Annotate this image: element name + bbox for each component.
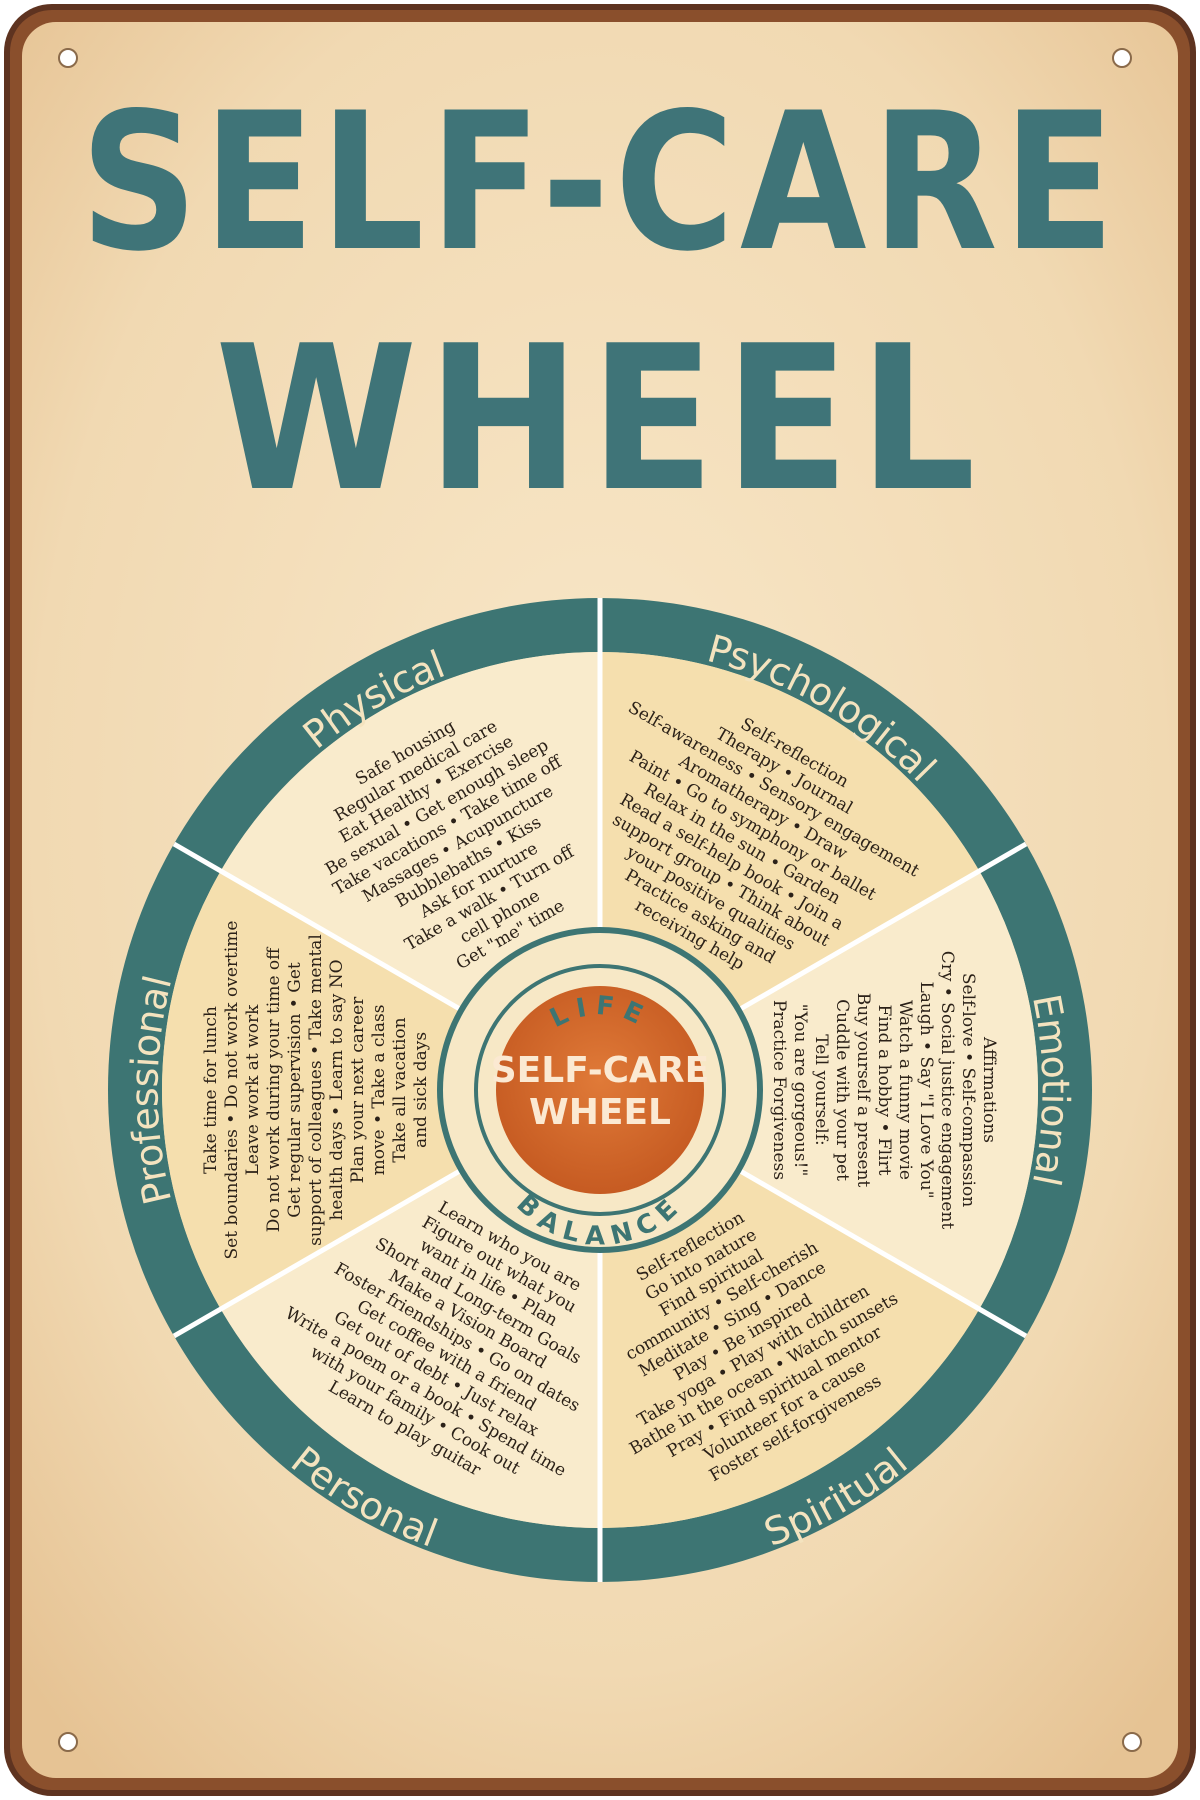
wheel: SELF-CARE WHEEL	[108, 598, 1092, 1582]
hub-label-line-2: WHEEL	[529, 1092, 671, 1133]
sector-item-emotional: Tell yourself:	[811, 1034, 831, 1146]
sector-item-professional: Do not work during your time off	[264, 946, 284, 1232]
title-line-1: SELF-CARE	[80, 72, 1120, 293]
sector-item-professional: move • Take a class	[369, 1005, 389, 1176]
sector-item-emotional: Self-love • Self-compassion	[958, 973, 978, 1207]
sector-item-emotional: Find a hobby • Flirt	[874, 1004, 894, 1175]
sector-item-emotional: Buy yourself a present	[853, 993, 873, 1188]
sector-item-emotional: Practice Forgiveness	[769, 1000, 789, 1180]
sector-item-professional: and sick days	[411, 1032, 431, 1148]
sector-item-professional: support of colleagues • Take mental	[306, 934, 326, 1246]
sector-item-emotional: Affirmations	[979, 1036, 999, 1143]
sector-item-professional: Take all vacation	[390, 1017, 410, 1162]
sector-item-professional: Leave work at work	[243, 1004, 263, 1175]
sector-item-emotional: Cuddle with your pet	[832, 999, 852, 1181]
hub-ring	[474, 964, 726, 1216]
sector-item-professional: Set boundaries • Do not work overtime	[222, 921, 242, 1260]
sector-item-professional: health days • Learn to say NO	[327, 959, 347, 1220]
mounting-hole-icon	[58, 1732, 78, 1752]
mounting-hole-icon	[1122, 1732, 1142, 1752]
sector-item-emotional: "You are gorgeous!"	[790, 1004, 810, 1177]
sector-item-emotional: Cry • Social justice engagement	[937, 951, 957, 1230]
title-line-2: WHEEL	[215, 303, 985, 536]
sector-item-professional: Get regular supervision • Get	[285, 962, 305, 1218]
sector-emotional	[600, 871, 1038, 1309]
sector-item-professional: Take time for lunch	[201, 1006, 221, 1174]
sector-item-professional: Plan your next career	[348, 996, 368, 1183]
sector-professional	[162, 871, 601, 1309]
sector-item-emotional: Watch a funny movie	[895, 1000, 915, 1180]
hub-label-line-1: SELF-CARE	[491, 1050, 709, 1091]
mounting-hole-icon	[58, 48, 78, 68]
mounting-hole-icon	[1112, 48, 1132, 68]
sector-item-emotional: Laugh • Say "I Love You"	[916, 981, 936, 1198]
hub-center	[496, 986, 704, 1194]
